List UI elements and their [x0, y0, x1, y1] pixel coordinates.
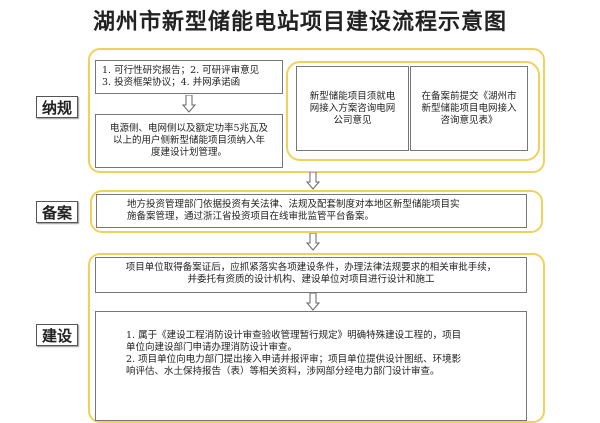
down-arrow-icon [306, 233, 320, 251]
grid-opinion-form-box: 在备案前提交《湖州市 新型储能项目电网接入 咨询意见表》 [410, 66, 528, 151]
text-line: 2. 项目单位向电力部门提出接入申请并报评审；项目单位提供设计图纸、环境影 [126, 354, 462, 365]
grid-consult-box: 新型储能项目须就电 网接入方案咨询电网 公司意见 [296, 66, 409, 151]
jianshe-review-box: 1. 属于《建设工程消防设计审查验收管理暂行规定》明确特殊建设工程的，项目 单位… [95, 311, 527, 421]
text-line: 1. 可行性研究报告；2. 可研评审意见 [102, 65, 260, 76]
text-line: 施备案管理，通过浙江省投资项目在线审批监管平台备案。 [127, 211, 375, 222]
text-line: 咨询意见表》 [440, 114, 498, 126]
text-line: 并委托有资质的设计机构、建设单位对项目进行设计和施工 [187, 274, 435, 285]
text-line: 公司意见 [333, 114, 372, 126]
nagui-documents-box: 1. 可行性研究报告；2. 可研评审意见 3. 投资框架协议；4. 并网承诺函 [95, 60, 283, 94]
text-line: 度建设计划管理。 [150, 147, 227, 158]
grid-consult-group [286, 61, 540, 161]
text-line: 在备案前提交《湖州市 [421, 90, 517, 102]
down-arrow-icon [306, 172, 320, 190]
text-line: 3. 投资框架协议；4. 并网承诺函 [102, 77, 241, 88]
beian-box: 地方投资管理部门依据投资有关法律、法规及配套制度对本地区新型储能项目实 施备案管… [96, 194, 527, 228]
text-line: 单位向建设部门申请办理消防设计审查。 [126, 342, 298, 353]
text-line: 以上的用户侧新型储能项目须纳入年 [112, 135, 265, 146]
stage-label-nagui: 纳规 [36, 96, 78, 118]
down-arrow-icon [306, 293, 320, 311]
page-title: 湖州市新型储能电站项目建设流程示意图 [92, 10, 507, 35]
text-line: 新型储能项目须就电 [309, 90, 396, 102]
jianshe-preparation-box: 项目单位取得备案证后，应抓紧落实各项建设条件，办理法律法规要求的相关审批手续， … [95, 257, 527, 293]
stage-label-beian: 备案 [36, 201, 78, 223]
down-arrow-icon [182, 95, 196, 113]
text-line: 电源侧、电网侧以及额定功率5兆瓦及 [109, 123, 269, 134]
text-line: 项目单位取得备案证后，应抓紧落实各项建设条件，办理法律法规要求的相关审批手续， [125, 262, 497, 273]
text-line: 响评估、水土保持报告（表）等相关资料，涉网部分经电力部门设计审查。 [126, 366, 440, 377]
stage-label-jianshe: 建设 [36, 324, 78, 346]
text-line: 地方投资管理部门依据投资有关法律、法规及配套制度对本地区新型储能项目实 [127, 199, 460, 210]
nagui-plan-box: 电源侧、电网侧以及额定功率5兆瓦及 以上的用户侧新型储能项目须纳入年 度建设计划… [95, 114, 283, 168]
text-line: 网接入方案咨询电网 [309, 102, 396, 114]
text-line: 1. 属于《建设工程消防设计审查验收管理暂行规定》明确特殊建设工程的，项目 [126, 330, 462, 341]
text-line: 新型储能项目电网接入 [421, 102, 517, 114]
beian-section [90, 190, 543, 233]
